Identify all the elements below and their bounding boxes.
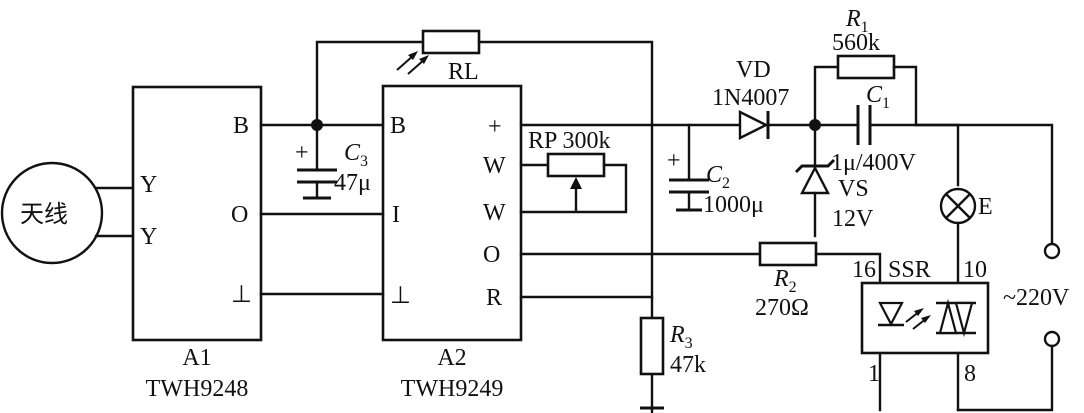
r2-sub: 2 — [789, 279, 797, 296]
ssr-module: 16 SSR 10 1 8 — [852, 257, 990, 412]
ssr-pin1: 1 — [868, 361, 880, 387]
antenna: 天线 — [0, 161, 104, 265]
ssr-light-arrows-icon — [905, 308, 931, 330]
a2-model: TWH9249 — [401, 376, 504, 402]
a2-pin-plus: + — [488, 114, 502, 140]
c2-sign: + — [667, 148, 681, 174]
r2-value: 270Ω — [755, 295, 809, 321]
ssr-pin8: 8 — [964, 361, 976, 387]
a1-model: TWH9248 — [146, 376, 249, 402]
lamp-e: E — [939, 187, 993, 285]
r1-body — [836, 54, 896, 80]
c3-letter: C — [344, 140, 361, 166]
a1-pin-y2: Y — [140, 224, 157, 250]
a2-pin-w2: W — [483, 200, 506, 226]
a1-box — [131, 85, 263, 342]
antenna-label: 天线 — [20, 200, 68, 228]
rp-wiper-arrow-icon — [570, 177, 582, 189]
wire-r2-ssr — [814, 252, 882, 285]
capacitor-c1: C1 1μ/400V — [831, 82, 960, 187]
rl-label: RL — [448, 59, 479, 85]
a2-pin-w1: W — [483, 153, 506, 179]
antenna-circle — [0, 161, 104, 265]
diode-vd: VD 1N4007 — [712, 57, 860, 140]
a1-pin-b: B — [233, 113, 249, 139]
capacitor-c3: + C3 47μ — [295, 123, 371, 200]
c1-value: 1μ/400V — [831, 150, 917, 176]
r3-body — [639, 316, 665, 376]
vd-body — [738, 110, 769, 140]
wire-rl-right-r3 — [477, 40, 654, 413]
r3-name: R3 — [669, 322, 693, 352]
r1-wire-right — [892, 65, 918, 127]
a2-pin-b: B — [390, 113, 406, 139]
c1-sub: 1 — [882, 95, 890, 112]
module-a2: B I ⊥ + W W O R A2 TWH9249 — [381, 84, 523, 402]
r1-wire-left — [813, 65, 840, 127]
a1-name: A1 — [182, 345, 211, 371]
a1-pin-o: O — [231, 202, 248, 228]
ssr-led-icon — [878, 301, 904, 327]
mains-terminal-bottom — [1043, 330, 1061, 348]
c1-letter: C — [866, 82, 883, 108]
c2-value: 1000μ — [703, 192, 764, 218]
c3-name: C3 — [344, 140, 368, 170]
r1-sub: 1 — [861, 19, 869, 36]
vd-label: VD — [736, 57, 771, 83]
r2-name: R2 — [773, 266, 797, 296]
potentiometer-rp: RP 300k — [519, 128, 628, 214]
resistor-r2: R2 270Ω — [519, 241, 882, 321]
c1-name: C1 — [866, 82, 890, 112]
a2-name: A2 — [437, 345, 466, 371]
capacitor-c2: + C2 1000μ — [667, 123, 764, 218]
c3-sign: + — [295, 140, 309, 166]
wire-mains-top — [914, 123, 1054, 246]
ssr-label: SSR — [888, 257, 931, 283]
r2-body — [758, 241, 818, 267]
rp-label: RP 300k — [528, 128, 610, 154]
rp-wire-right — [519, 163, 628, 214]
r3-sub: 3 — [685, 335, 693, 352]
vd-part: 1N4007 — [712, 85, 789, 111]
vs-cathode — [794, 158, 836, 174]
a2-pin-gnd: ⊥ — [390, 283, 411, 309]
wire-mains-bottom — [956, 344, 1054, 412]
a2-pin-o: O — [483, 242, 500, 268]
lamp-cross-b — [945, 193, 971, 219]
mains-terminals: ~220V — [914, 123, 1070, 412]
c2-sub: 2 — [722, 175, 730, 192]
r3-letter: R — [669, 322, 685, 348]
lamp-label: E — [978, 194, 993, 220]
rl-body — [421, 29, 481, 55]
r1-value: 560k — [832, 30, 880, 56]
a2-pin-i: I — [392, 202, 400, 228]
ssr-triac-icon — [936, 298, 976, 338]
r2-letter: R — [773, 266, 789, 292]
rl-light-arrows-icon — [396, 51, 429, 75]
c3-sub: 3 — [360, 153, 368, 170]
a1-pin-gnd: ⊥ — [231, 282, 252, 308]
a2-pin-r: R — [486, 285, 502, 311]
vs-label: VS — [838, 176, 869, 202]
ssr-pin10: 10 — [963, 257, 987, 283]
r3-value: 47k — [670, 352, 706, 378]
mains-label: ~220V — [1003, 285, 1070, 311]
vs-value: 12V — [832, 206, 874, 232]
resistor-r1: R1 560k — [813, 6, 918, 127]
ssr-pin16: 16 — [852, 257, 876, 283]
r1-letter: R — [845, 6, 861, 32]
module-a1: Y Y B O ⊥ A1 TWH9248 — [131, 85, 263, 402]
rp-body — [546, 152, 606, 178]
wire-rl-left — [315, 40, 425, 127]
c3-value: 47μ — [334, 170, 371, 196]
a1-pin-y1: Y — [140, 172, 157, 198]
c2-letter: C — [706, 162, 723, 188]
zener-vs: VS 12V — [794, 123, 874, 238]
mains-terminal-top — [1043, 242, 1061, 260]
c2-name: C2 — [706, 162, 730, 192]
r1-name: R1 — [845, 6, 869, 36]
vs-body — [800, 165, 830, 195]
resistor-r3: R3 47k — [639, 316, 706, 410]
